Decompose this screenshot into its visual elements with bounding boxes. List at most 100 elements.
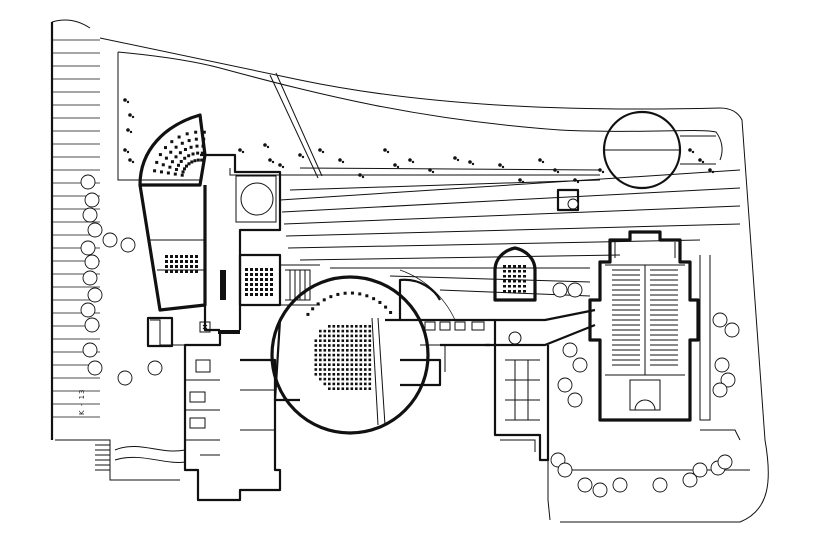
seat [359, 377, 363, 381]
seat [196, 158, 200, 162]
seat [174, 155, 178, 159]
seat [337, 373, 340, 376]
seat [180, 173, 184, 177]
street-label: K - 13 [78, 389, 86, 415]
seat [508, 265, 511, 268]
seat [350, 344, 354, 347]
seat [332, 387, 336, 390]
seat [260, 273, 263, 276]
seat [368, 344, 372, 347]
seat [337, 377, 340, 381]
seat [364, 373, 367, 376]
seat [364, 358, 367, 362]
seat [359, 334, 363, 338]
link-corridor [400, 308, 596, 347]
seat [341, 363, 345, 366]
planting [338, 158, 342, 162]
plaza-paving [279, 169, 741, 297]
tree [147, 360, 163, 376]
seat [177, 135, 181, 139]
seat [337, 382, 340, 386]
seat [368, 363, 372, 366]
seat [190, 255, 193, 258]
seat [328, 368, 331, 371]
planting [268, 158, 272, 162]
seat [332, 377, 336, 381]
planting [383, 148, 387, 152]
seat [201, 144, 205, 148]
seat [319, 377, 322, 381]
seat [170, 270, 173, 273]
planting [553, 168, 557, 172]
seat [195, 265, 198, 268]
seat [314, 358, 318, 362]
seat [508, 285, 511, 288]
tree [87, 360, 103, 376]
planting [126, 150, 130, 154]
seat [341, 325, 345, 328]
seat [350, 368, 354, 371]
seat [341, 358, 345, 362]
seat [314, 353, 318, 357]
seat [255, 278, 258, 281]
seat [372, 297, 376, 301]
planting [521, 180, 525, 184]
seat [319, 353, 322, 357]
seat [359, 325, 363, 328]
seat [323, 334, 327, 338]
seat [332, 349, 336, 352]
seat [368, 368, 372, 371]
seat [328, 349, 331, 352]
tree [612, 477, 628, 493]
tree [567, 282, 583, 298]
seat [513, 275, 516, 278]
seat [184, 164, 188, 168]
seat [364, 353, 367, 357]
seat [350, 377, 354, 381]
seat [319, 363, 322, 366]
seat [195, 144, 199, 148]
seat [359, 358, 363, 362]
planting [701, 160, 705, 164]
planting [708, 168, 712, 172]
seat [503, 280, 506, 283]
seat [355, 358, 358, 362]
paving-line [283, 205, 741, 225]
seat [350, 353, 354, 357]
planting [128, 158, 132, 162]
seat [314, 368, 318, 371]
seat [270, 293, 273, 296]
planting [471, 162, 475, 166]
seat [346, 329, 349, 333]
planting [456, 158, 460, 162]
seat [508, 275, 511, 278]
tree [562, 342, 578, 358]
seat [346, 325, 349, 328]
round-auditorium [270, 269, 456, 435]
planting [576, 180, 580, 184]
tree [87, 222, 103, 238]
seat [518, 275, 521, 278]
seat [319, 329, 322, 333]
tree [712, 382, 728, 398]
seat [350, 358, 354, 362]
seat [359, 339, 363, 342]
seat [346, 387, 349, 390]
seat [341, 382, 345, 386]
seat [364, 339, 367, 342]
seat [523, 275, 526, 278]
seat [364, 329, 367, 333]
seat [202, 130, 206, 134]
seat [341, 344, 345, 347]
seat [328, 353, 331, 357]
planting [411, 160, 415, 164]
seat [165, 270, 168, 273]
seat [364, 325, 367, 328]
tree [87, 287, 103, 303]
seat [355, 329, 358, 333]
seat [329, 295, 333, 299]
landscape-plantings [123, 98, 715, 184]
seat [314, 349, 318, 352]
seat [189, 145, 193, 149]
seat [265, 288, 268, 291]
